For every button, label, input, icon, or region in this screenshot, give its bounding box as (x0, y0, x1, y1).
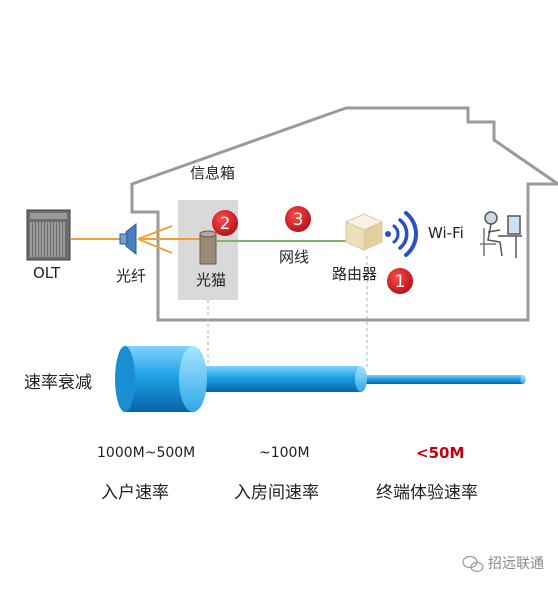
wechat-watermark-icon (462, 555, 484, 573)
room-speed-value: ~100M (259, 445, 310, 461)
user-at-desk-icon (480, 211, 522, 258)
terminal-speed-value: <50M (416, 444, 465, 462)
badge-1: 1 (387, 268, 413, 294)
badge-3: 3 (285, 206, 311, 232)
terminal-speed-label: 终端体验速率 (376, 483, 478, 503)
attenuation-pipe (115, 346, 526, 412)
badge-3-text: 3 (293, 210, 304, 230)
router-icon (344, 213, 384, 251)
fiber-splitter-icon (119, 222, 137, 256)
cable-label: 网线 (279, 248, 310, 266)
watermark-text: 招远联通 (488, 556, 544, 572)
house-outline (130, 106, 558, 322)
fiber-label: 光纤 (116, 267, 147, 285)
wifi-signal-icon (385, 211, 419, 257)
entry-speed-label: 入户速率 (101, 483, 169, 503)
badge-1-text: 1 (395, 272, 406, 292)
wifi-label: Wi-Fi (428, 224, 464, 242)
badge-2: 2 (212, 210, 238, 236)
router-label: 路由器 (332, 265, 378, 283)
badge-2-text: 2 (220, 214, 231, 234)
room-speed-label: 入房间速率 (234, 483, 319, 503)
attenuation-label: 速率衰减 (24, 373, 92, 393)
olt-rack-icon (26, 209, 71, 261)
entry-speed-value: 1000M~500M (97, 445, 196, 461)
guide-lines (207, 256, 368, 368)
modem-icon (199, 230, 217, 265)
fiber-lines (71, 225, 200, 254)
olt-label: OLT (33, 264, 61, 282)
modem-label: 光猫 (196, 271, 227, 289)
info-box-label: 信息箱 (190, 164, 236, 182)
